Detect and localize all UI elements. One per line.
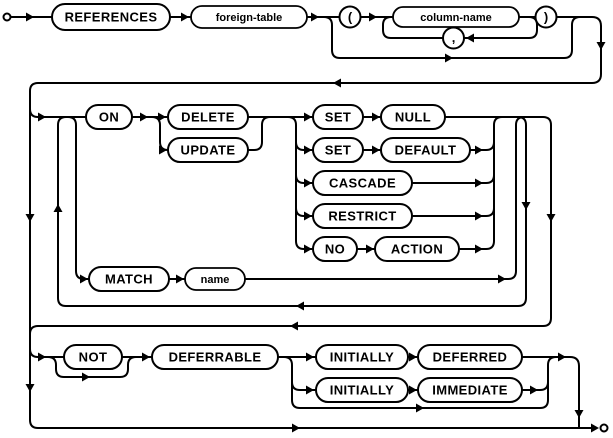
svg-text:ON: ON [99,110,119,125]
wire-name-out [245,116,525,280]
node-deferred: DEFERRED [417,344,523,370]
wire-initially2-stub [291,381,316,391]
node-default: DEFAULT [380,137,471,163]
wire-immediate-out [522,381,549,391]
svg-text:): ) [544,10,548,25]
node-set-2: SET [312,137,364,163]
svg-text:RESTRICT: RESTRICT [328,209,396,224]
svg-text:IMMEDIATE: IMMEDIATE [432,383,508,398]
node-name: name [184,267,246,291]
start-terminal-icon [2,12,12,22]
end-terminal-icon [599,423,609,433]
node-no: NO [312,236,358,262]
wire-not-bypass [47,356,137,378]
node-not: NOT [63,344,123,370]
diagram-wires [10,16,602,429]
svg-text:DEFERRABLE: DEFERRABLE [169,350,262,365]
wire-loop-return [57,116,527,307]
svg-text:DELETE: DELETE [181,110,235,125]
node-initially-2: INITIALLY [315,377,409,403]
wire-split-stub-restrict [295,207,313,217]
node-initially-1: INITIALLY [315,344,409,370]
svg-text:NULL: NULL [395,110,431,125]
node-restrict: RESTRICT [312,203,413,229]
svg-text:DEFAULT: DEFAULT [395,143,457,158]
wire-not-entry [29,348,64,358]
wire-split-stub-default [295,141,313,151]
wire-default-out [470,141,495,151]
node-action: ACTION [374,236,460,262]
wire-comma-loop-left [382,16,443,39]
svg-text:DEFERRED: DEFERRED [433,350,508,365]
node-match: MATCH [88,266,170,292]
wire-match-branch [67,116,89,280]
wire-deferred-out [522,356,580,428]
svg-text:(: ( [348,10,353,25]
wire-comma-loop-right [464,16,538,39]
svg-text:NO: NO [325,242,345,257]
wire-action-split [287,116,313,250]
svg-text:REFERENCES: REFERENCES [65,10,158,25]
wire-noaction-out [459,240,495,250]
wire-merge-vertical [493,116,503,241]
node-right-paren: ) [534,5,558,29]
node-immediate: IMMEDIATE [417,377,523,403]
svg-text:,: , [452,30,456,45]
wire-update-out [248,116,271,151]
wire-cascade-out [412,174,495,184]
node-cascade: CASCADE [312,170,413,196]
svg-text:SET: SET [325,143,351,158]
wire-update-branch [151,116,169,151]
node-null: NULL [380,104,446,130]
svg-text:foreign-table: foreign-table [216,12,283,24]
node-comma: , [442,26,465,50]
node-delete: DELETE [167,104,249,130]
node-foreign-table: foreign-table [190,5,308,29]
wire-restrict-out [412,207,495,217]
node-column-name: column-name [392,6,520,28]
node-set-1: SET [312,104,364,130]
svg-text:ACTION: ACTION [391,242,443,257]
wire-left-vertical-bottom [29,91,595,429]
wire-exit-path [29,116,552,335]
wire-split-stub-cascade [295,174,313,184]
node-update: UPDATE [167,137,249,163]
wire-initially-branch [283,356,540,409]
node-left-paren: ( [338,5,362,29]
svg-text:UPDATE: UPDATE [181,143,236,158]
wire-row1-wrap [29,16,602,99]
wire-entry-on [29,108,86,118]
arrowheads [25,12,606,433]
node-deferrable: DEFERRABLE [151,344,279,370]
svg-text:MATCH: MATCH [105,272,153,287]
node-references: REFERENCES [51,3,171,31]
svg-text:INITIALLY: INITIALLY [330,350,395,365]
svg-text:SET: SET [325,110,351,125]
svg-text:column-name: column-name [420,12,492,24]
svg-text:name: name [201,274,230,286]
node-on: ON [85,104,133,130]
svg-text:INITIALLY: INITIALLY [330,383,395,398]
svg-text:NOT: NOT [79,350,108,365]
svg-text:CASCADE: CASCADE [329,176,396,191]
